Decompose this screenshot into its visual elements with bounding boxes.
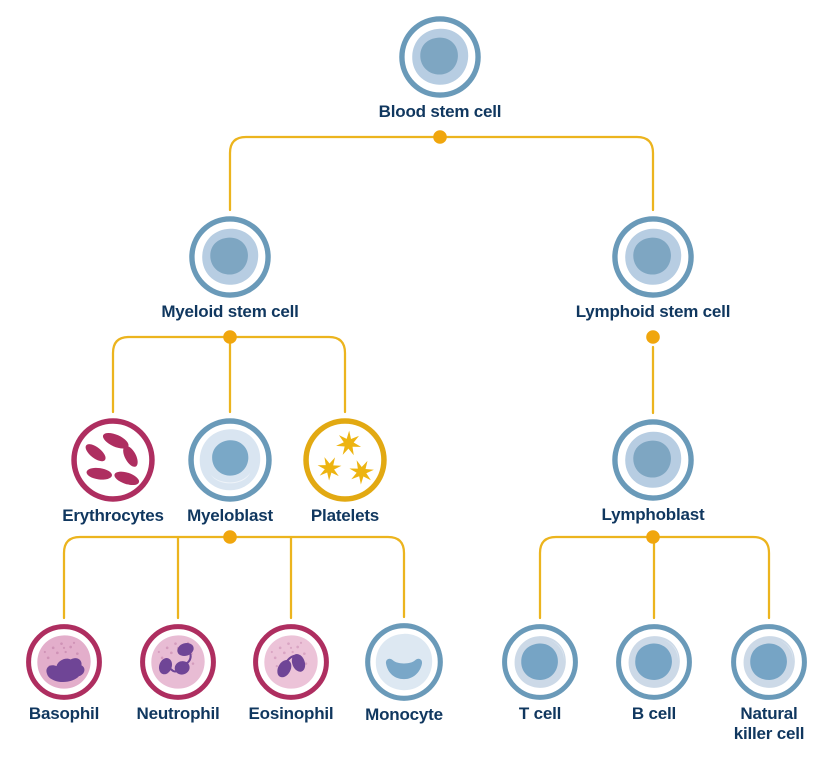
node-label-platelets: Platelets	[265, 506, 425, 526]
node-platelets: Platelets	[265, 416, 425, 526]
node-label-text: Erythrocytes	[62, 506, 164, 525]
myeloid-stem-cell-cell-icon	[187, 214, 273, 300]
node-eosinophil: Eosinophil	[211, 622, 371, 724]
erythrocytes-cell-icon	[69, 416, 157, 504]
node-label-text: Monocyte	[365, 705, 443, 724]
b-cell-cell-icon	[614, 622, 694, 702]
node-monocyte: Monocyte	[324, 621, 484, 725]
node-label-b-cell: B cell	[574, 704, 734, 724]
node-label-text: Myeloblast	[187, 506, 273, 525]
node-lymphoblast: Lymphoblast	[573, 417, 733, 525]
junction-dot-blood-stem-cell	[433, 130, 447, 144]
node-label-text: Neutrophil	[136, 704, 220, 723]
node-label-blood-stem-cell: Blood stem cell	[360, 102, 520, 122]
node-label-t-cell: T cell	[460, 704, 620, 724]
node-myeloid-stem-cell: Myeloid stem cell	[150, 214, 310, 322]
node-basophil: Basophil	[0, 622, 144, 724]
branch-line-myeloid-stem-cell	[111, 335, 347, 414]
basophil-cell-icon	[24, 622, 104, 702]
node-label-text: T cell	[518, 704, 562, 723]
junction-dot-myeloblast	[223, 530, 237, 544]
node-label-text: Lymphoid stem cell	[575, 302, 731, 321]
junction-dot-lymphoblast	[646, 530, 660, 544]
eosinophil-cell-icon	[251, 622, 331, 702]
node-label-text: B cell	[631, 704, 677, 723]
node-label-natural-killer-cell: Natural killer cell	[689, 704, 833, 744]
junction-dot-myeloid-stem-cell	[223, 330, 237, 344]
node-myeloblast: Myeloblast	[150, 416, 310, 526]
node-label-text: Natural killer cell	[733, 704, 805, 744]
node-label-text: Myeloid stem cell	[161, 302, 299, 321]
node-b-cell: B cell	[574, 622, 734, 724]
node-label-basophil: Basophil	[0, 704, 144, 724]
blood-stem-cell-cell-icon	[397, 14, 483, 100]
platelets-cell-icon	[301, 416, 389, 504]
node-label-text: Basophil	[28, 704, 100, 723]
node-label-text: Blood stem cell	[378, 102, 502, 121]
node-label-lymphoblast: Lymphoblast	[573, 505, 733, 525]
node-natural-killer-cell: Natural killer cell	[689, 622, 833, 744]
branch-line-lymphoblast	[538, 535, 771, 620]
node-label-monocyte: Monocyte	[324, 705, 484, 725]
node-neutrophil: Neutrophil	[98, 622, 258, 724]
node-label-myeloid-stem-cell: Myeloid stem cell	[150, 302, 310, 322]
node-t-cell: T cell	[460, 622, 620, 724]
node-label-text: Lymphoblast	[601, 505, 705, 524]
lymphoid-stem-cell-cell-icon	[610, 214, 696, 300]
myeloblast-cell-icon	[186, 416, 274, 504]
node-label-text: Platelets	[310, 506, 380, 525]
natural-killer-cell-cell-icon	[729, 622, 809, 702]
monocyte-cell-icon	[363, 621, 445, 703]
t-cell-cell-icon	[500, 622, 580, 702]
junction-dot-lymphoid-stem-cell	[646, 330, 660, 344]
node-label-neutrophil: Neutrophil	[98, 704, 258, 724]
branch-line-myeloblast	[62, 535, 406, 620]
node-erythrocytes: Erythrocytes	[33, 416, 193, 526]
lymphoblast-cell-icon	[610, 417, 696, 503]
branch-line-blood-stem-cell	[228, 135, 655, 212]
node-lymphoid-stem-cell: Lymphoid stem cell	[573, 214, 733, 322]
node-label-myeloblast: Myeloblast	[150, 506, 310, 526]
node-label-erythrocytes: Erythrocytes	[33, 506, 193, 526]
node-label-lymphoid-stem-cell: Lymphoid stem cell	[573, 302, 733, 322]
node-blood-stem-cell: Blood stem cell	[360, 14, 520, 122]
node-label-text: Eosinophil	[248, 704, 334, 723]
neutrophil-cell-icon	[138, 622, 218, 702]
node-label-eosinophil: Eosinophil	[211, 704, 371, 724]
